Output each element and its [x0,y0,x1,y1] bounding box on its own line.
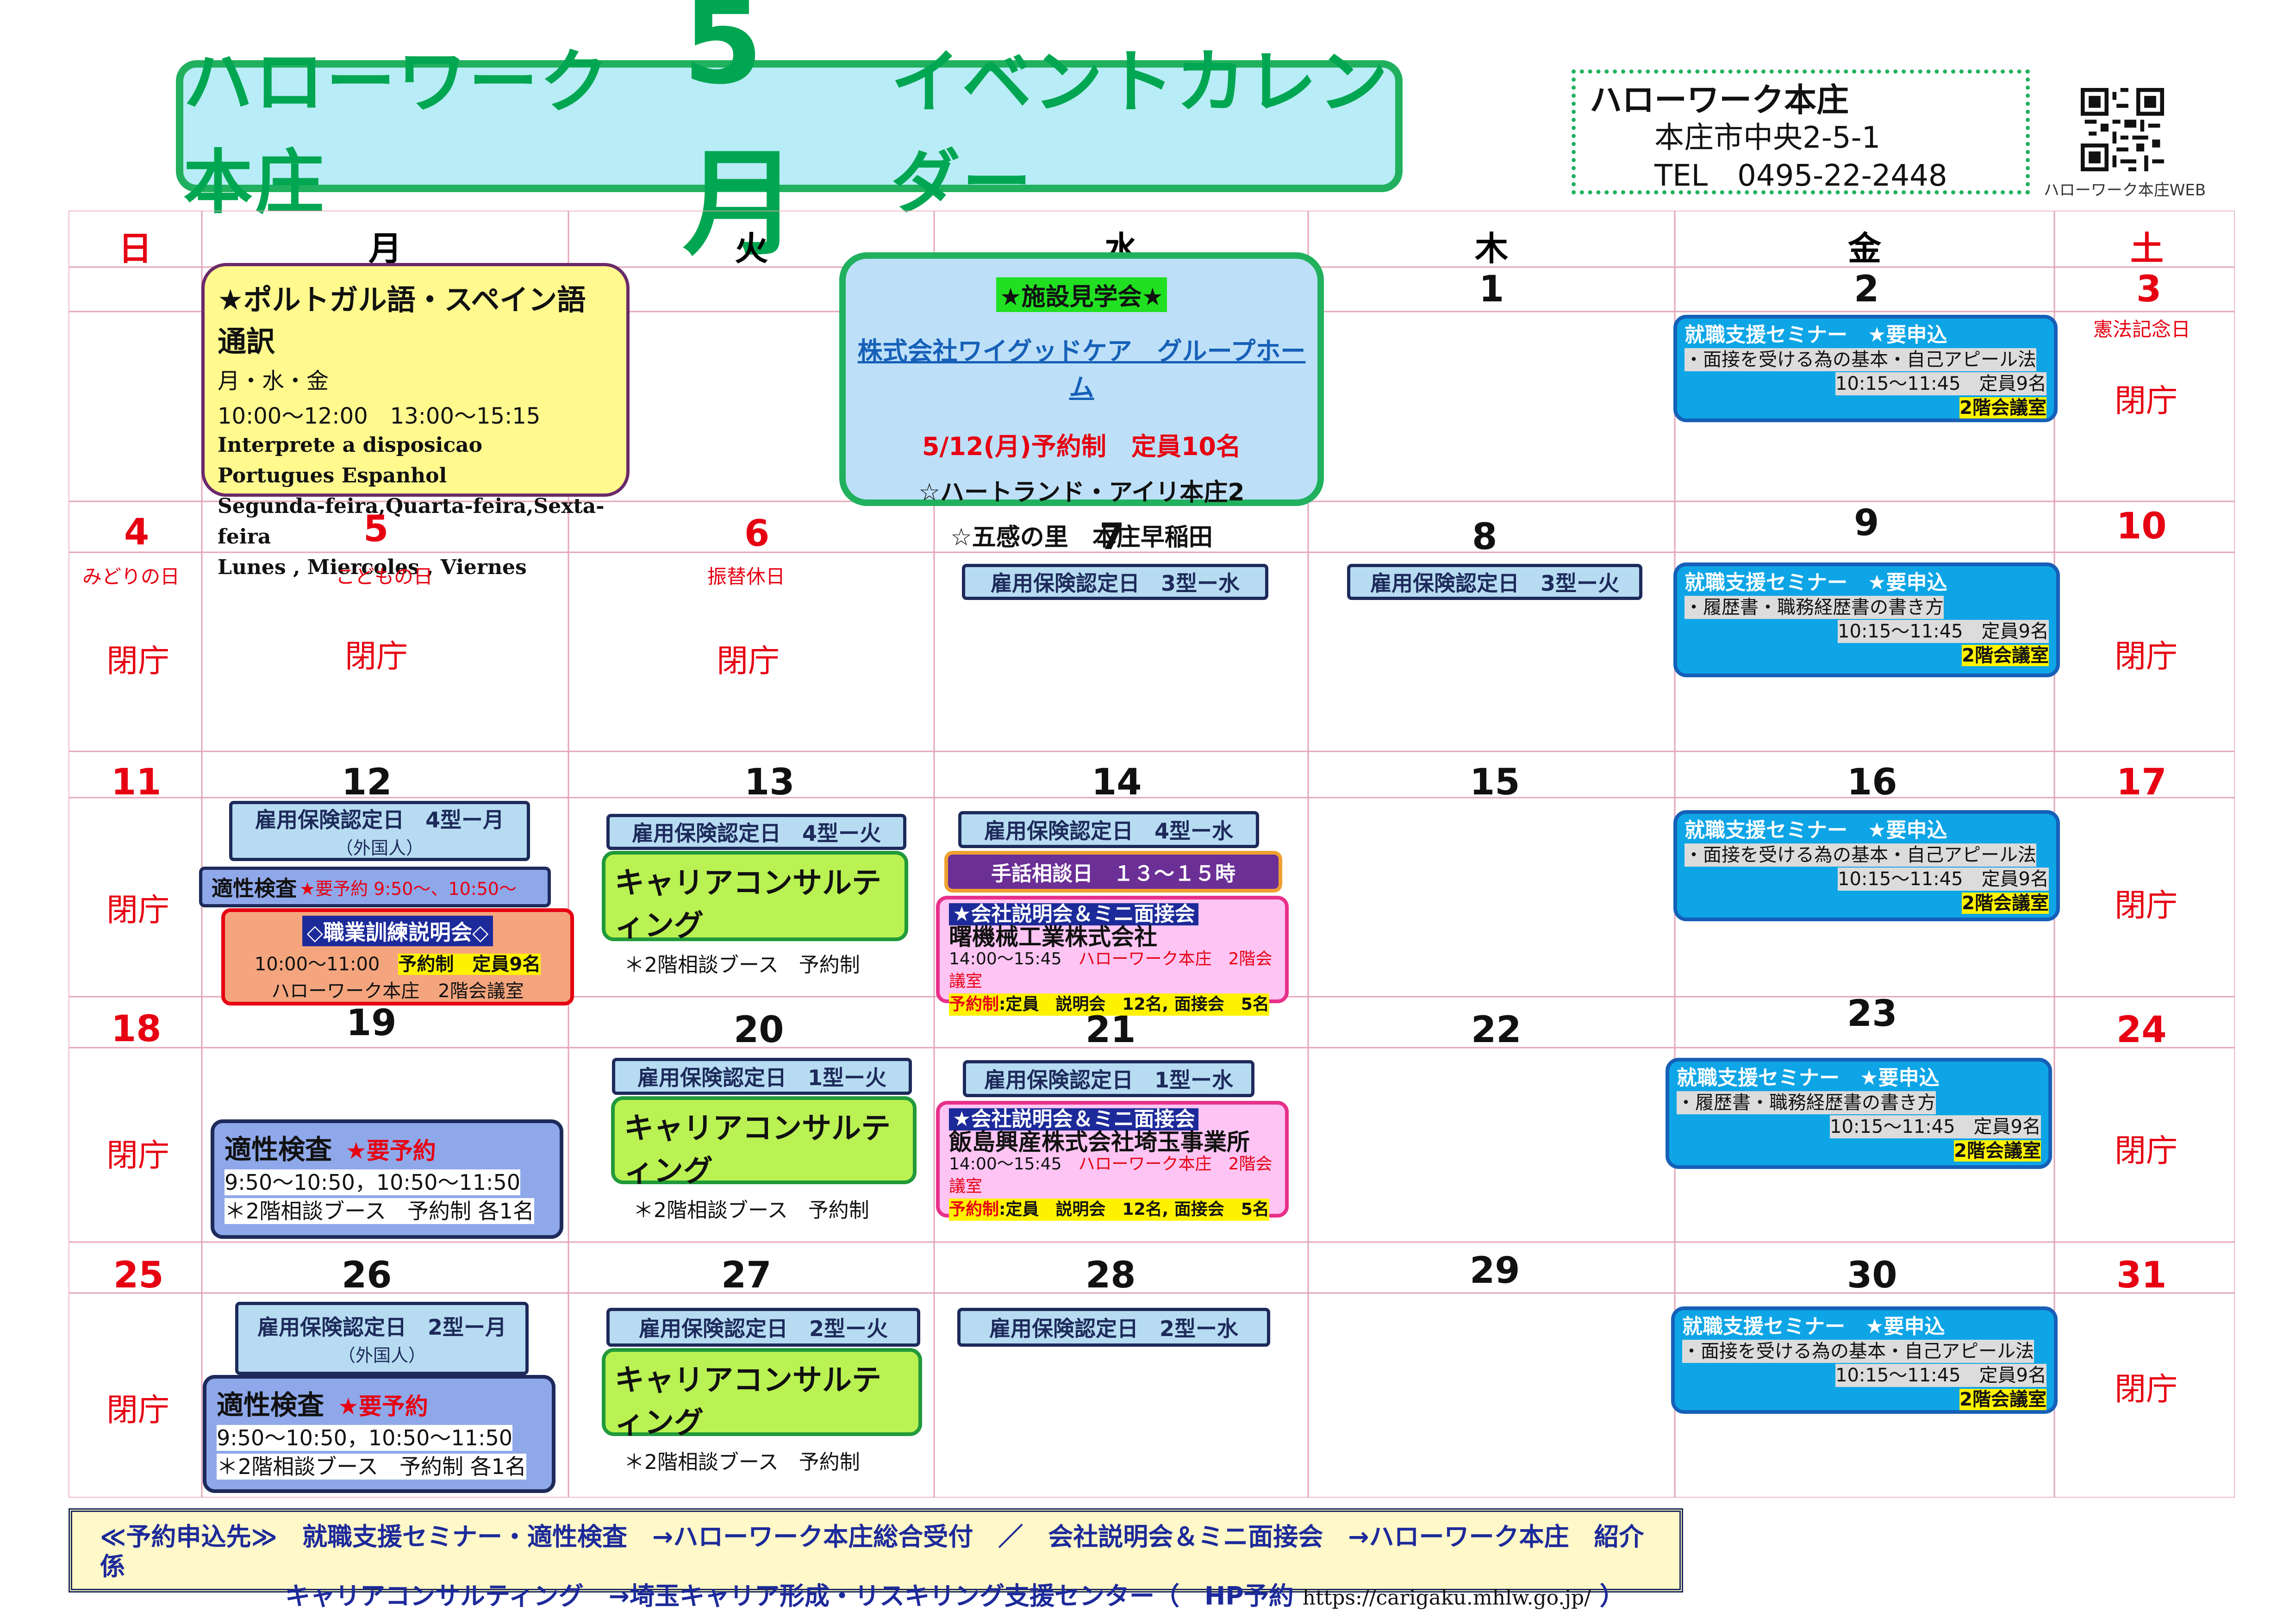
insurance-day-26: 雇用保険認定日 2型ー月 （外国人） [235,1302,529,1375]
holiday-6: 振替休日 [707,565,786,588]
day-24: 24 [2116,1009,2167,1051]
career-center-link[interactable]: https://carigaku.mhlw.go.jp/ [1302,1586,1591,1610]
interpreter-days: 月・水・金 [218,368,329,394]
day-28: 28 [1086,1255,1136,1296]
career-consulting-27[interactable]: キャリアコンサルティング ＊2階相談ブース 予約制 [602,1348,922,1474]
insurance-day-7: 雇用保険認定日 3型ー水 [962,564,1268,600]
calendar-title: ハローワーク本庄 5月 イベントカレンダー [176,0,1403,271]
title-event-calendar: イベントカレンダー [891,42,1390,223]
day-8: 8 [1472,516,1497,558]
day-20: 20 [734,1009,784,1051]
day-5: 5 [363,508,389,550]
holiday-3: 憲法記念日 [2093,318,2191,341]
company-briefing-14[interactable]: ★会社説明会＆ミニ面接会 曙機械工業株式会社 14:00～15:45 ハローワー… [936,896,1289,1016]
closed-5: 閉庁 [345,638,408,675]
insurance-day-8: 雇用保険認定日 3型ー火 [1347,564,1642,600]
qr-caption: ハローワーク本庄WEB [2043,181,2206,200]
closed-24: 閉庁 [2115,1133,2178,1169]
closed-10: 閉庁 [2115,638,2178,675]
seminar-16[interactable]: 就職支援セミナー ★要申込 ・面接を受ける為の基本・自己アピール法 10:15～… [1673,810,2060,921]
seminar-9[interactable]: 就職支援セミナー ★要申込 ・履歴書・職務経歴書の書き方 10:15～11:45… [1673,562,2060,677]
insurance-day-27: 雇用保険認定日 2型ー火 [606,1308,920,1347]
tour-place-2: ☆五感の里 本庄早稲田 [950,524,1213,551]
office-tel: TEL 0495-22-2448 [1654,159,1947,193]
title-month: 5月 [682,0,800,271]
career-consulting-13[interactable]: キャリアコンサルティング ＊2階相談ブース 予約制 [602,851,908,977]
qr-code-icon[interactable] [2081,88,2164,171]
insurance-day-20: 雇用保険認定日 1型ー火 [612,1058,912,1095]
day-30: 30 [1847,1255,1897,1296]
day-14: 14 [1092,762,1142,803]
day-26: 26 [342,1255,392,1296]
facility-tour: ★施設見学会★ 株式会社ワイグッドケア グループホーム 5/12(月)予約制 定… [839,252,1324,551]
tour-company[interactable]: 株式会社ワイグッドケア グループホーム [857,337,1306,402]
closed-4: 閉庁 [106,643,170,680]
day-10: 10 [2116,506,2167,547]
day-22: 22 [1471,1009,1522,1051]
day-2: 2 [1854,269,1879,310]
closed-17: 閉庁 [2115,887,2178,924]
closed-18: 閉庁 [106,1137,170,1174]
day-1: 1 [1479,269,1504,310]
seminar-23[interactable]: 就職支援セミナー ★要申込 ・履歴書・職務経歴書の書き方 10:15～11:45… [1666,1058,2052,1169]
interpreter-title: ★ポルトガル語・スペイン語通訳 [218,283,586,358]
interpreter-pt1: Interprete a disposicao [218,433,482,457]
holiday-4: みどりの日 [82,565,180,588]
day-13: 13 [744,762,795,803]
tour-place-1: ☆ハートランド・アイリ本庄2 [918,479,1245,506]
closed-6: 閉庁 [717,643,780,680]
aptitude-test-12[interactable]: 適性検査 ★要予約 9:50～、10:50～ [199,867,551,907]
closed-11: 閉庁 [106,892,170,929]
day-16: 16 [1847,762,1897,803]
aptitude-test-19[interactable]: 適性検査★要予約 9:50～10:50，10:50～11:50 ＊2階相談ブース… [211,1119,563,1239]
day-25: 25 [113,1255,164,1296]
day-21: 21 [1086,1009,1136,1051]
interpreter-pt3: Segunda-feira,Quarta-feira,Sexta-feira [218,494,605,549]
day-6: 6 [744,513,770,555]
day-3: 3 [2136,269,2162,310]
seminar-2[interactable]: 就職支援セミナー ★要申込 ・面接を受ける為の基本・自己アピール法 10:15～… [1673,315,2058,422]
career-consulting-20[interactable]: キャリアコンサルティング ＊2階相談ブース 予約制 [611,1096,917,1222]
office-name: ハローワーク本庄 [1590,81,1849,119]
day-29: 29 [1470,1250,1520,1292]
tour-title: ★施設見学会★ [996,277,1167,312]
interpreter-es: Lunes , Miercoles , Viernes [218,556,527,579]
holiday-5: こどもの日 [336,565,433,588]
sign-language-consultation[interactable]: 手話相談日 １３～１５時 [944,851,1282,893]
office-info: ハローワーク本庄 本庄市中央2-5-1 TEL 0495-22-2448 [1572,69,2030,194]
reservation-line-1: ≪予約申込先≫ 就職支援セミナー・適性検査 →ハローワーク本庄総合受付 ／ 会社… [100,1522,1644,1581]
closed-31: 閉庁 [2115,1371,2178,1408]
insurance-day-12: 雇用保険認定日 4型ー月 （外国人） [229,801,530,861]
interpreter-service: ★ポルトガル語・スペイン語通訳 月・水・金 10:00～12:00 13:00～… [201,263,630,579]
title-office: ハローワーク本庄 [183,42,611,223]
insurance-day-21: 雇用保険認定日 1型ー水 [963,1060,1254,1097]
day-11: 11 [111,762,162,803]
day-18: 18 [111,1008,162,1050]
day-31: 31 [2116,1255,2167,1296]
closed-3: 閉庁 [2115,383,2178,419]
day-15: 15 [1470,762,1520,803]
aptitude-test-26[interactable]: 適性検査★要予約 9:50～10:50，10:50～11:50 ＊2階相談ブース… [203,1375,555,1493]
insurance-day-14: 雇用保険認定日 4型ー水 [958,811,1259,848]
seminar-30[interactable]: 就職支援セミナー ★要申込 ・面接を受ける為の基本・自己アピール法 10:15～… [1671,1306,2058,1414]
day-9: 9 [1854,502,1879,544]
interpreter-pt2: Portugues Espanhol [218,464,447,487]
day-27: 27 [721,1255,772,1296]
day-12: 12 [342,762,392,803]
day-17: 17 [2116,762,2167,803]
interpreter-times: 10:00～12:00 13:00～15:15 [218,403,541,429]
insurance-day-28: 雇用保険認定日 2型ー水 [957,1308,1270,1347]
day-19: 19 [346,1002,397,1044]
office-address: 本庄市中央2-5-1 [1654,121,1881,155]
training-briefing[interactable]: ◇職業訓練説明会◇ 10:00～11:00 予約制 定員9名 ハローワーク本庄 … [221,908,574,1006]
reservation-line-2: キャリアコンサルティング →埼玉キャリア形成・リスキリング支援センター（ HP予… [285,1581,1625,1611]
day-4: 4 [124,512,150,553]
insurance-day-13: 雇用保険認定日 4型ー火 [606,814,906,850]
tour-date: 5/12(月)予約制 定員10名 [922,432,1241,461]
day-7: 7 [1099,516,1125,558]
day-23: 23 [1847,993,1897,1035]
company-briefing-21[interactable]: ★会社説明会＆ミニ面接会 飯島興産株式会社埼玉事業所 14:00～15:45 ハ… [936,1101,1289,1221]
closed-25: 閉庁 [106,1392,170,1429]
reservation-info: ≪予約申込先≫ 就職支援セミナー・適性検査 →ハローワーク本庄総合受付 ／ 会社… [69,1508,1683,1611]
